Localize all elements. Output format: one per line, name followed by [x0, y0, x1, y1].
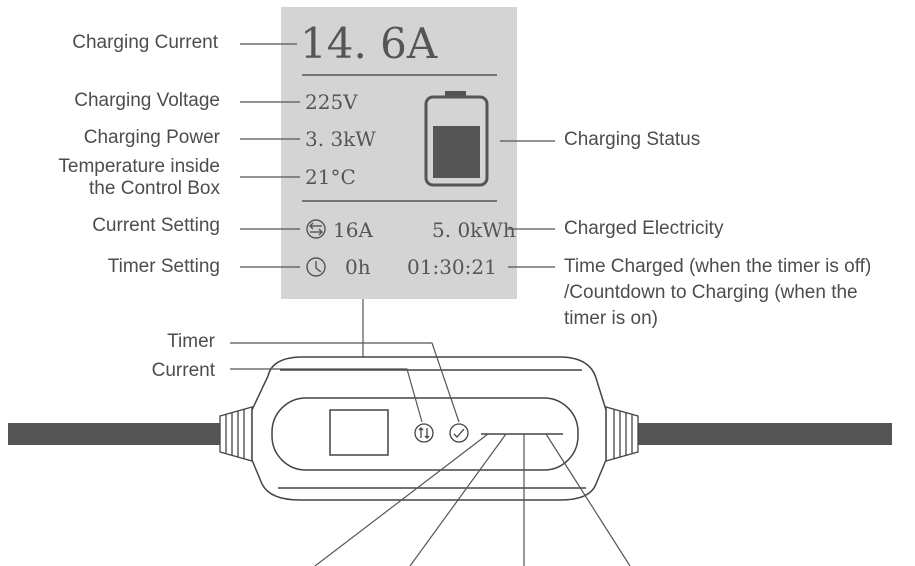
cable-right — [636, 423, 892, 445]
label-current-setting: Current Setting — [92, 215, 220, 236]
right-leader-lines — [500, 140, 555, 268]
timer-button-icon[interactable] — [449, 423, 469, 443]
display-current-value: 14. 6A — [300, 19, 438, 68]
display-energy-value: 5. 0kWh — [432, 218, 516, 242]
label-charging-current: Charging Current — [72, 32, 218, 53]
display-power-value: 3. 3kW — [305, 127, 376, 151]
label-temperature-line2: the Control Box — [89, 178, 220, 199]
display-voltage-value: 225V — [305, 90, 358, 114]
strain-relief-right — [605, 406, 639, 462]
cable-left — [8, 423, 222, 445]
button-leader-lines — [230, 342, 460, 423]
label-timer-setting: Timer Setting — [107, 256, 220, 277]
display-current-setting-value: 16A — [333, 218, 373, 242]
strain-relief-left — [219, 406, 253, 462]
current-button-icon[interactable] — [414, 423, 434, 443]
label-timer-button: Timer — [167, 331, 215, 352]
control-box — [251, 356, 607, 501]
current-setting-icon — [306, 219, 326, 239]
label-charging-voltage: Charging Voltage — [74, 90, 220, 111]
label-time-charged-line1: Time Charged (when the timer is off) — [564, 256, 872, 277]
label-temperature-line1: Temperature inside — [58, 156, 220, 177]
clock-icon — [306, 257, 326, 277]
label-current-button: Current — [151, 360, 215, 381]
indicator-leader-lines — [314, 433, 631, 566]
display-temperature-value: 21°C — [305, 165, 356, 189]
label-charged-electricity: Charged Electricity — [564, 218, 724, 239]
display-timer-value: 0h — [345, 255, 371, 279]
battery-icon — [424, 91, 489, 187]
display-time-value: 01:30:21 — [407, 255, 497, 279]
label-time-charged-line3: timer is on) — [564, 308, 658, 329]
left-leader-lines — [240, 43, 300, 268]
label-charging-status: Charging Status — [564, 129, 701, 150]
label-time-charged-line2: /Countdown to Charging (when the — [564, 282, 858, 303]
label-charging-power: Charging Power — [83, 127, 220, 148]
